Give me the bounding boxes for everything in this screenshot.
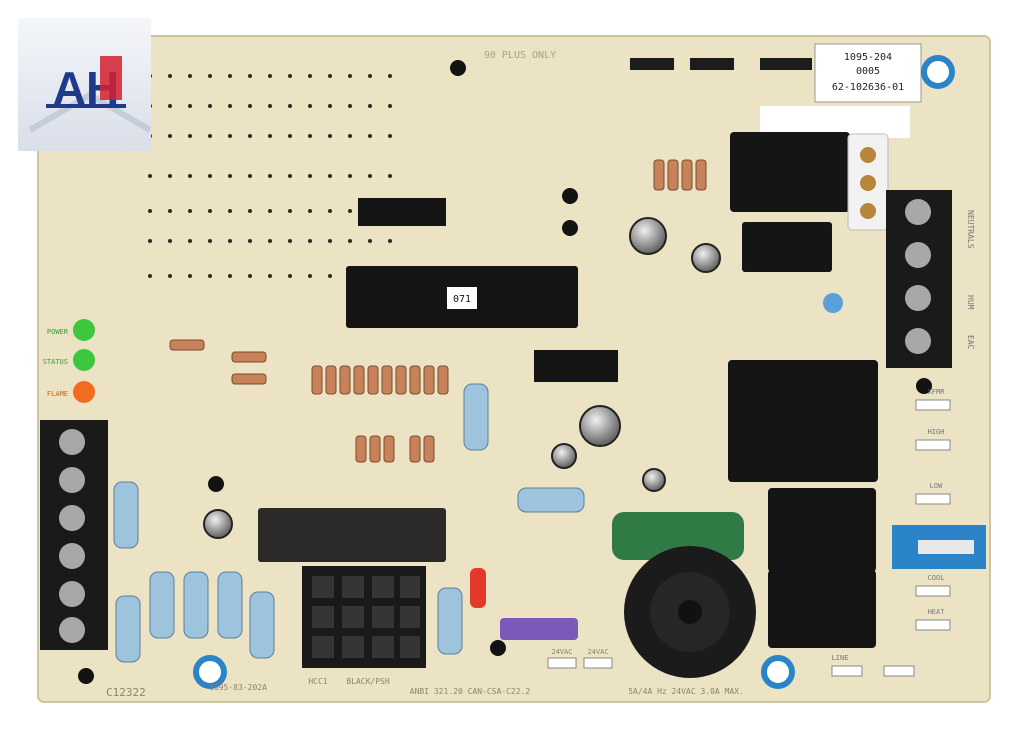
mounting-pads [193,55,955,689]
part-label-line-1: 1095-204 [844,52,892,63]
film-capacitor [612,512,744,560]
bottom-text-2: HCC1 [308,677,327,686]
side-label-xfmr: XFMR [928,388,946,396]
led-label-status: STATUS [43,358,68,366]
terminal-label-hum: HUM [966,295,975,310]
relay-top [730,132,850,212]
power-resistors [113,383,585,663]
relay-heat [768,488,876,572]
board-serial: C12322 [106,686,146,699]
ul-mark [823,293,843,313]
site-logo: AH [18,18,152,151]
terminal-label-eac: EAC [966,335,975,350]
led-status [73,349,95,371]
side-connector-pads [547,399,951,677]
terminal-label-neutrals: NEUTRALS [966,210,975,249]
fuse [500,618,578,640]
relay-pair [258,508,446,562]
twelve-pin-connector [302,566,426,668]
red-component [470,568,486,608]
side-label-cool: COOL [928,574,945,582]
bottom-text-1: 1095-83-202A [209,683,267,692]
led-label-power: POWER [47,328,69,336]
relay-cool [768,570,876,648]
bottom-text-5: 24VAC [551,648,572,656]
part-label-line-3: 62-102636-01 [832,82,904,93]
chip-label: 071 [453,294,471,305]
part-label-line-2: 0005 [856,66,880,77]
top-pin-headers [630,58,812,70]
via-dots [148,74,392,278]
bottom-text-3: BLACK/PSH [346,677,390,686]
led-power [73,319,95,341]
ic-small-1 [358,198,446,226]
resistor-array [169,159,707,463]
ic-small-2 [534,350,618,382]
led-flame [73,381,95,403]
left-terminal-block [40,420,108,650]
side-label-low: LOW [930,482,943,490]
side-label-heat: HEAT [928,608,946,616]
side-label-high: HIGH [928,428,945,436]
part-label-sticker [814,43,922,103]
relay-small [742,222,832,272]
led-label-flame: FLAME [47,390,68,398]
relay-large [728,360,878,482]
side-label-line: LINE [832,654,849,662]
bottom-text-4: ANBI 321.20 CAN-CSA-C22.2 [410,687,531,696]
electrolytic-capacitors [203,217,721,539]
bottom-text-6: 24VAC [587,648,608,656]
board-header-text: 90 PLUS ONLY [484,50,556,61]
transistors [78,60,932,684]
bottom-text-7: 5A/4A Hz 24VAC 3.0A MAX. [628,687,744,696]
right-terminal-block [886,190,952,368]
